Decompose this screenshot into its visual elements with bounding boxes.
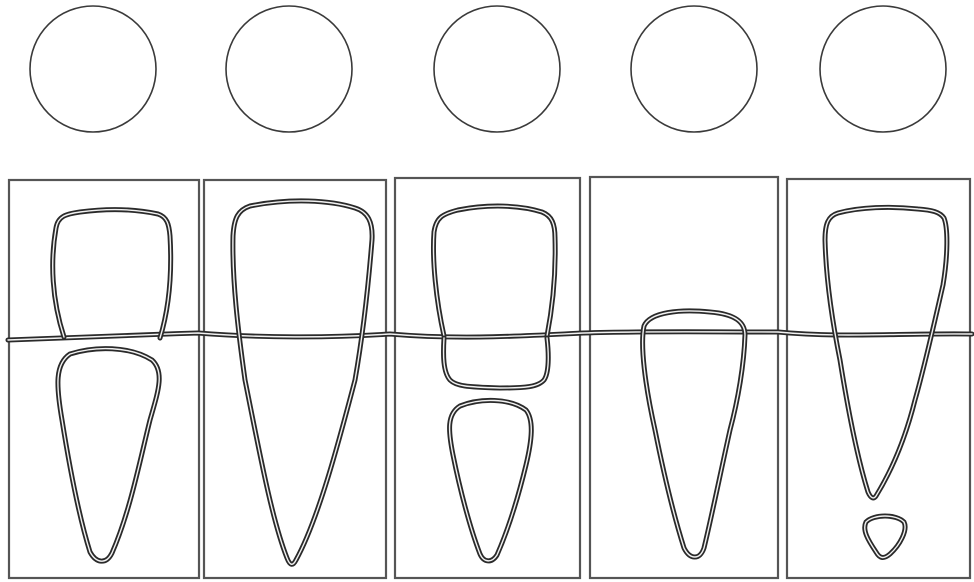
panel-frame-4 — [590, 177, 778, 578]
tooth-root-3 — [450, 400, 532, 560]
option-circle-1[interactable] — [30, 6, 156, 132]
option-circles — [30, 6, 946, 132]
tooth-panel-4 — [643, 311, 745, 557]
option-circle-2[interactable] — [226, 6, 352, 132]
panel-frame-3 — [395, 178, 580, 578]
tooth-panel-3 — [433, 206, 555, 561]
tooth-crown-3 — [433, 206, 555, 336]
tooth-fragment-3 — [444, 338, 549, 388]
tooth-main-5 — [825, 207, 947, 498]
tooth-full-2 — [233, 201, 372, 564]
tooth-root-1 — [58, 349, 159, 562]
option-circle-4[interactable] — [631, 6, 757, 132]
tooth-panel-1 — [53, 210, 171, 562]
tooth-panel-2 — [233, 201, 372, 564]
tooth-crown-1 — [53, 210, 171, 338]
tooth-panel-5 — [825, 207, 947, 557]
option-circle-3[interactable] — [434, 6, 560, 132]
tooth-root-4 — [643, 311, 745, 557]
option-circle-5[interactable] — [820, 6, 946, 132]
tooth-apex-fragment-5 — [865, 516, 905, 558]
gum-line — [8, 332, 972, 340]
